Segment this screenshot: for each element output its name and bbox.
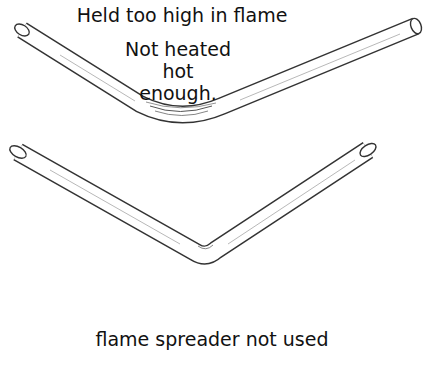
note-label: Not heated hot enough.: [123, 38, 233, 104]
note-label: Held too high in flame: [52, 4, 312, 26]
caption-note: flame spreader not used: [32, 328, 392, 350]
